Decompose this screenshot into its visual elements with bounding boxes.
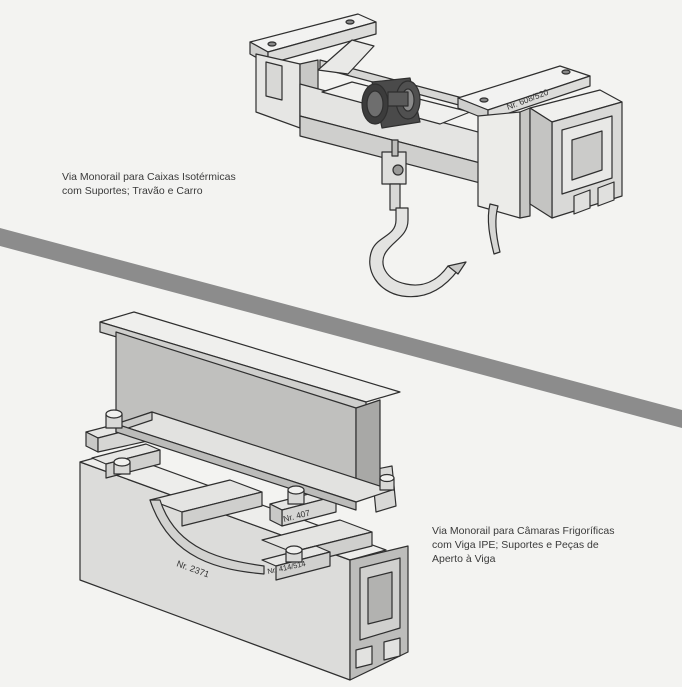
diagonal-divider-band	[0, 228, 682, 428]
rail-support-clamps	[149, 479, 373, 575]
top-monorail-assembly: Nr. 608/520	[249, 13, 623, 298]
caption-line: com Suportes; Travão e Carro	[62, 185, 203, 197]
bolt	[105, 409, 123, 429]
bolt	[287, 485, 305, 505]
bottom-figure-caption: Via Monorail para Câmaras Frigoríficas c…	[432, 524, 614, 566]
trolley-wheel-assembly	[361, 77, 421, 129]
right-mounting-bracket	[457, 65, 591, 219]
caption-line: Via Monorail para Caixas Isotérmicas	[62, 171, 236, 183]
hook-tip	[447, 261, 467, 275]
hook-hanger	[381, 139, 407, 211]
clamp-bolts	[105, 409, 395, 563]
bolt	[285, 545, 303, 563]
bolt	[379, 473, 395, 491]
brake-arm	[487, 203, 501, 255]
bottom-monorail-assembly: Nr. 407 Nr. 2371 Nr. 414/514	[79, 311, 409, 681]
top-figure-caption: Via Monorail para Caixas Isotérmicas com…	[62, 170, 236, 198]
caption-line: Via Monorail para Câmaras Frigoríficas	[432, 525, 615, 537]
bolt	[113, 457, 131, 475]
meat-hook	[369, 207, 459, 298]
caption-line: com Viga IPE; Suportes e Peças de	[432, 539, 599, 551]
caption-line: Aperto à Viga	[432, 553, 496, 565]
rail-end-profile	[529, 89, 623, 219]
